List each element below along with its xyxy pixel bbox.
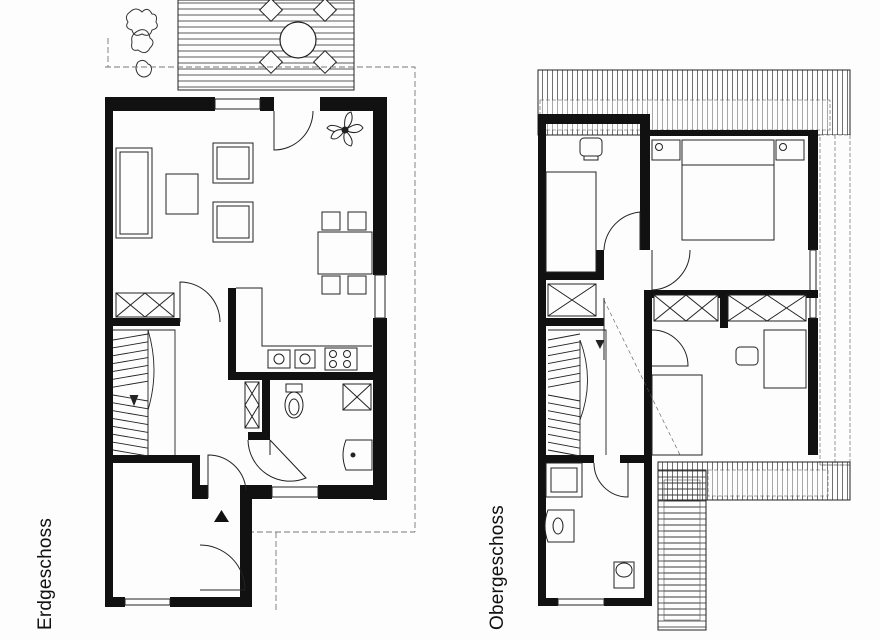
upper-windows xyxy=(557,249,817,606)
stair-tread xyxy=(112,349,149,357)
stair-tread xyxy=(547,441,581,449)
stair-tread xyxy=(547,394,581,402)
chair xyxy=(312,0,338,23)
stair-tread xyxy=(112,410,149,418)
nightstand xyxy=(651,139,681,161)
ground-floor xyxy=(105,0,416,610)
stair-tread xyxy=(547,433,581,441)
stair-tread xyxy=(112,357,149,365)
living-furniture xyxy=(115,142,373,295)
stair-tread xyxy=(547,349,581,357)
stair-tread xyxy=(112,372,149,380)
upper-interior-walls xyxy=(546,250,818,463)
plant-icon xyxy=(326,111,364,147)
stair-tread xyxy=(547,380,581,388)
stair-tread xyxy=(112,441,149,449)
stove xyxy=(324,347,358,371)
stair-tread xyxy=(112,333,149,341)
upper-exterior-walls xyxy=(538,114,818,606)
chair xyxy=(735,346,759,366)
stair-tread xyxy=(547,372,581,380)
kitchen xyxy=(236,287,372,371)
stair-tread xyxy=(547,364,581,372)
round-table xyxy=(279,21,317,59)
coffee-table xyxy=(165,173,199,215)
stair-tread xyxy=(547,333,581,341)
stair-tread xyxy=(547,418,581,426)
chair xyxy=(258,0,284,23)
bedroom-furniture xyxy=(651,139,807,322)
guest-wc xyxy=(284,383,373,471)
chair xyxy=(347,211,367,231)
stair-tread xyxy=(112,418,149,426)
chair xyxy=(312,49,338,75)
dining-table xyxy=(317,231,373,275)
shrub xyxy=(125,8,158,78)
stair-tread xyxy=(112,341,149,349)
staircase xyxy=(112,329,176,457)
stair-tread xyxy=(112,364,149,372)
windows xyxy=(124,98,386,606)
upper-door-swings xyxy=(593,211,691,498)
childroom-furniture xyxy=(651,329,807,456)
stair-tread xyxy=(547,402,581,410)
bed xyxy=(681,139,775,241)
upper-floor xyxy=(537,69,851,631)
stair-tread xyxy=(547,410,581,418)
floor-label-ground: Erdgeschoss xyxy=(35,517,56,630)
nightstand xyxy=(775,139,805,161)
chair xyxy=(347,275,367,295)
chair xyxy=(258,49,284,75)
terrace xyxy=(105,0,416,610)
roof-top xyxy=(537,69,851,466)
door-swings xyxy=(179,110,314,591)
stair-tread xyxy=(112,449,149,457)
desk xyxy=(763,329,807,389)
stair-tread xyxy=(547,449,581,457)
interior-walls xyxy=(113,288,387,499)
stair-tread xyxy=(547,341,581,349)
stair-tread xyxy=(547,357,581,365)
chair xyxy=(579,137,603,157)
stair-tread xyxy=(547,425,581,433)
stair-tread xyxy=(112,433,149,441)
upper-staircase xyxy=(547,329,607,457)
roof-bottom xyxy=(657,461,851,631)
closet xyxy=(115,292,260,429)
chair xyxy=(321,211,341,231)
exterior-walls xyxy=(105,97,387,607)
stair-tread xyxy=(112,425,149,433)
stair-tread xyxy=(112,394,149,402)
stair-tread xyxy=(112,380,149,388)
upper-closet xyxy=(547,283,597,317)
floor-label-upper: Obergeschoss xyxy=(487,505,508,630)
chair xyxy=(321,275,341,295)
entrance-arrow-icon xyxy=(214,510,229,522)
study-furniture xyxy=(545,137,603,273)
stair-tread xyxy=(112,402,149,410)
upper-bathroom xyxy=(544,462,635,589)
